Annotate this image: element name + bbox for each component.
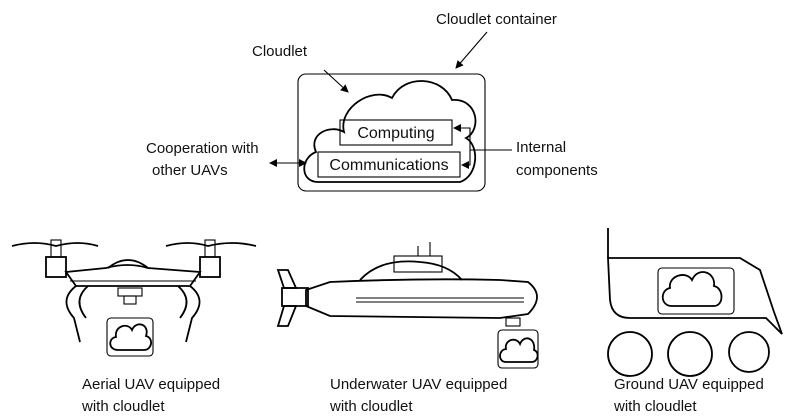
cloudlet-cloud xyxy=(303,80,477,183)
cloudlet-label: Cloudlet xyxy=(252,43,308,60)
aerial-caption-line1: Aerial UAV equipped xyxy=(82,376,220,393)
ground-vehicle-icon xyxy=(607,228,783,377)
cooperation-label-line1: Cooperation with xyxy=(146,140,259,157)
internal-arrow-communications xyxy=(461,150,471,169)
internal-arrow-computing xyxy=(453,124,512,151)
cloudlet-arrow xyxy=(323,69,349,93)
drone-icon xyxy=(11,239,257,357)
internal-label-line2: components xyxy=(516,162,598,179)
cooperation-label-line2: other UAVs xyxy=(152,162,228,179)
aerial-caption-line2: with cloudlet xyxy=(81,398,165,415)
container-arrow xyxy=(455,31,488,69)
submarine-icon xyxy=(276,242,539,369)
ground-caption-line1: Ground UAV equipped xyxy=(614,376,764,393)
communications-label: Communications xyxy=(329,157,448,174)
underwater-caption-line1: Underwater UAV equipped xyxy=(330,376,507,393)
underwater-caption-line2: with cloudlet xyxy=(329,398,413,415)
cloudlet-container xyxy=(297,73,486,192)
computing-label: Computing xyxy=(357,125,434,142)
internal-label-line1: Internal xyxy=(516,139,566,156)
ground-caption-line2: with cloudlet xyxy=(613,398,697,415)
computing-box: Computing xyxy=(339,119,453,146)
cloudlet-container-label: Cloudlet container xyxy=(436,11,557,28)
communications-box: Communications xyxy=(317,151,461,178)
